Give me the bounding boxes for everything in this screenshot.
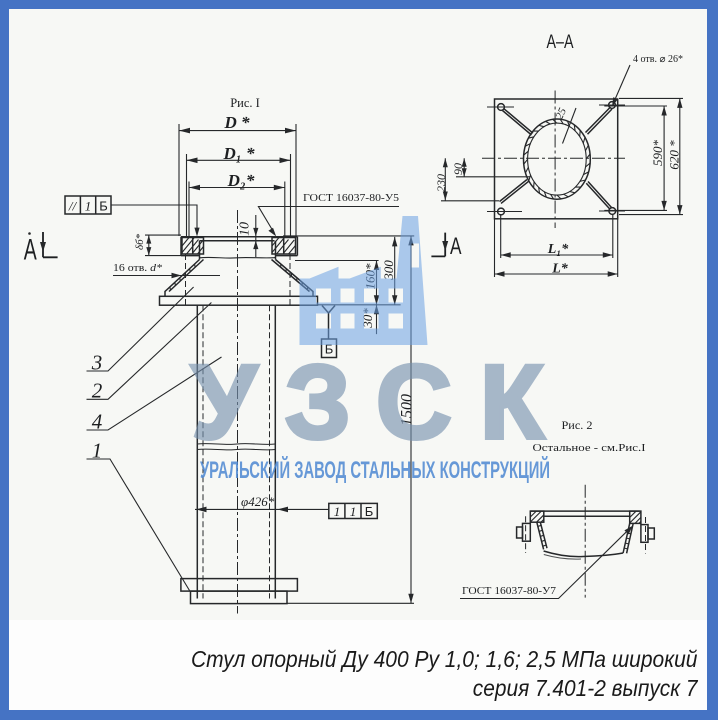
svg-text:1500: 1500 xyxy=(399,394,416,426)
svg-text:1: 1 xyxy=(85,199,92,214)
svg-text:1: 1 xyxy=(334,504,341,519)
svg-text:4 отв. ⌀ 26*: 4 отв. ⌀ 26* xyxy=(633,54,683,65)
svg-text:25: 25 xyxy=(554,106,570,121)
svg-text:φ426*: φ426* xyxy=(241,494,275,509)
svg-text:Стул опорный Ду 400 Ру 1,0; 1,: Стул опорный Ду 400 Ру 1,0; 1,6; 2,5 МПа… xyxy=(191,646,698,672)
svg-text:А: А xyxy=(450,233,462,260)
svg-text:D₂*: D₂* xyxy=(227,171,255,190)
svg-text:Остальное - см.Рис.I: Остальное - см.Рис.I xyxy=(533,443,646,454)
svg-text:L*: L* xyxy=(551,262,569,277)
svg-text:L₁*: L₁* xyxy=(547,242,569,257)
svg-text:А: А xyxy=(24,234,37,267)
svg-text:10: 10 xyxy=(238,222,253,236)
svg-text:ГОСТ 16037-80-У5: ГОСТ 16037-80-У5 xyxy=(303,192,400,204)
svg-text:Б: Б xyxy=(99,199,108,214)
svg-text:Б: Б xyxy=(365,504,374,519)
svg-text://: // xyxy=(68,199,78,214)
svg-text:590*: 590* xyxy=(650,140,665,167)
svg-text:D *: D * xyxy=(223,113,250,132)
svg-text:А–А: А–А xyxy=(547,32,574,53)
svg-text:УРАЛЬСКИЙ ЗАВОД СТАЛЬНЫХ КОНСТ: УРАЛЬСКИЙ ЗАВОД СТАЛЬНЫХ КОНСТРУКЦИЙ xyxy=(200,456,550,484)
svg-text:16 отв. d*: 16 отв. d* xyxy=(113,262,163,274)
svg-text:Б: Б xyxy=(325,342,334,357)
svg-text:1: 1 xyxy=(350,504,357,519)
svg-text:Рис. 2: Рис. 2 xyxy=(562,418,593,432)
svg-text:ГОСТ 16037-80-У7: ГОСТ 16037-80-У7 xyxy=(462,585,557,597)
svg-text:2: 2 xyxy=(92,379,103,403)
svg-text:230: 230 xyxy=(434,174,448,192)
svg-text:Рис. I: Рис. I xyxy=(230,96,260,110)
svg-text:серия 7.401-2 выпуск 7: серия 7.401-2 выпуск 7 xyxy=(473,675,699,701)
svg-text:4: 4 xyxy=(92,410,103,434)
svg-text:1: 1 xyxy=(92,439,103,463)
svg-text:D₁ *: D₁ * xyxy=(223,144,255,163)
svg-text:δб*: δб* xyxy=(134,233,146,250)
svg-text:3: 3 xyxy=(91,351,103,375)
svg-text:90: 90 xyxy=(451,163,465,175)
svg-text:300: 300 xyxy=(381,260,396,281)
svg-text:620 *: 620 * xyxy=(667,140,682,170)
